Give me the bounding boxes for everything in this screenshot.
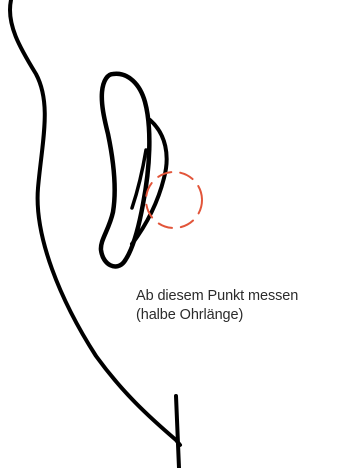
caption-line-2: (halbe Ohrlänge) (136, 306, 361, 325)
head-profile-line (10, 0, 180, 445)
measurement-caption: Ab diesem Punkt messen (halbe Ohrlänge) (136, 287, 361, 325)
measurement-point-marker (146, 172, 202, 228)
caption-line-1: Ab diesem Punkt messen (136, 287, 361, 306)
neck-line (176, 396, 179, 468)
